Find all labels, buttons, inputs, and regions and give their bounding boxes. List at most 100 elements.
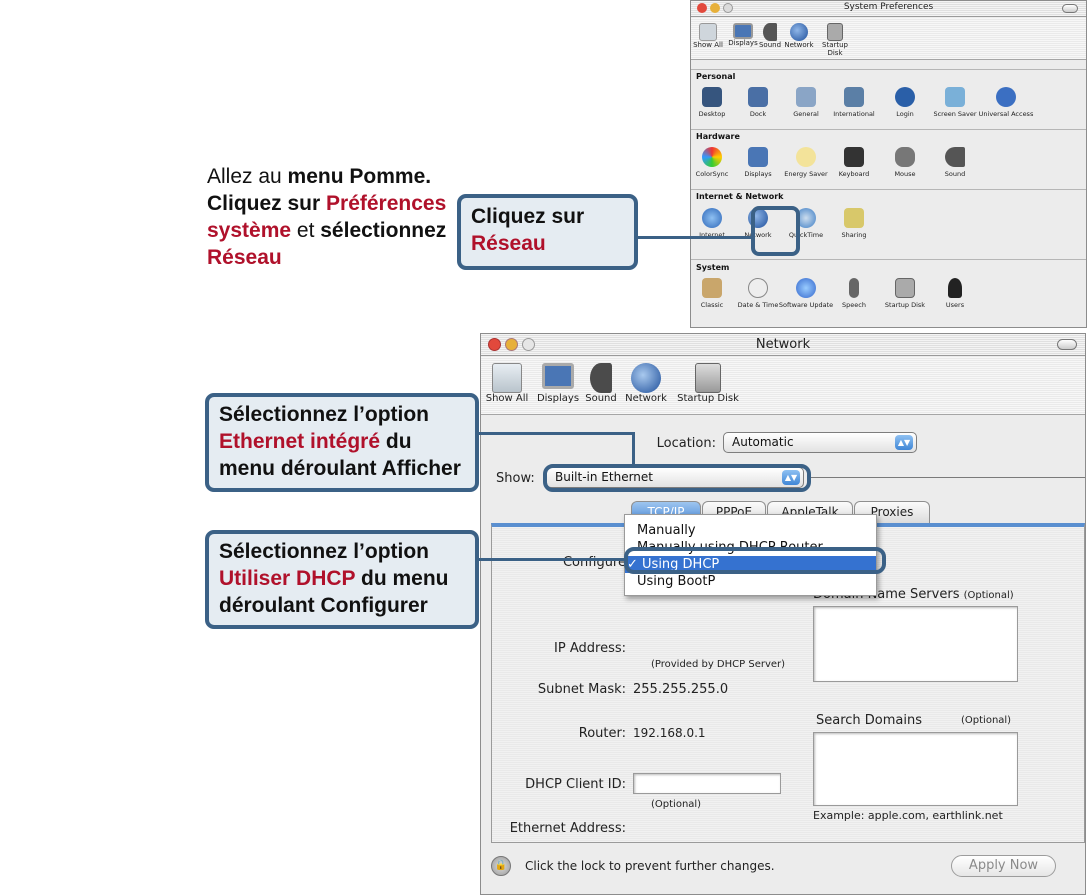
monitor-icon bbox=[542, 363, 574, 389]
sound-button[interactable]: Sound bbox=[581, 363, 621, 404]
general-icon bbox=[796, 87, 816, 107]
updown-arrow-icon: ▲▼ bbox=[895, 435, 913, 450]
pref-software-update[interactable]: Software Update bbox=[777, 278, 835, 309]
mouse-icon bbox=[895, 147, 915, 167]
label: Classic bbox=[700, 301, 724, 309]
label: Displays bbox=[744, 170, 772, 178]
toolbar-toggle-icon[interactable] bbox=[1062, 4, 1078, 13]
house-icon bbox=[895, 87, 915, 107]
show-popup[interactable]: Built-in Ethernet ▲▼ bbox=[546, 467, 804, 488]
minimize-icon[interactable] bbox=[505, 338, 518, 351]
zoom-icon[interactable] bbox=[522, 338, 535, 351]
sharing-icon bbox=[844, 208, 864, 228]
callout-line: Sélectionnez l’option bbox=[219, 403, 430, 426]
pref-sound[interactable]: Sound bbox=[926, 147, 984, 178]
connector-line bbox=[632, 432, 635, 466]
label: Dock bbox=[749, 110, 767, 118]
pref-dock[interactable]: Dock bbox=[729, 87, 787, 118]
client-optional: (Optional) bbox=[651, 799, 702, 810]
apple-icon bbox=[492, 363, 522, 393]
label: Login bbox=[896, 110, 914, 118]
configure-option-selected[interactable]: ✓ Using DHCP bbox=[625, 556, 876, 573]
network-highlight bbox=[751, 206, 800, 256]
pref-keyboard[interactable]: Keyboard bbox=[825, 147, 883, 178]
callout-line-2: Ethernet intégré du bbox=[219, 428, 465, 455]
label: Sound bbox=[758, 41, 782, 49]
callout-ethernet: Sélectionnez l’option Ethernet intégré d… bbox=[205, 393, 479, 492]
network-window: Network Show All Displays Sound Network … bbox=[480, 333, 1086, 895]
pref-universal-access[interactable]: Universal Access bbox=[977, 87, 1035, 118]
pref-date-time[interactable]: Date & Time bbox=[729, 278, 787, 309]
close-icon[interactable] bbox=[488, 338, 501, 351]
connector-line bbox=[638, 236, 752, 239]
example-text: Example: apple.com, earthlink.net bbox=[813, 809, 1003, 822]
callout-red: Ethernet intégré bbox=[219, 430, 381, 453]
pref-sharing[interactable]: Sharing bbox=[825, 208, 883, 239]
show-popup-highlight bbox=[543, 464, 811, 492]
label: Network bbox=[784, 41, 814, 49]
show-all-button[interactable]: Show All bbox=[483, 363, 531, 404]
lock-icon[interactable]: 🔒 bbox=[491, 856, 511, 876]
pref-desktop[interactable]: Desktop bbox=[691, 87, 741, 118]
pref-mouse[interactable]: Mouse bbox=[876, 147, 934, 178]
pref-energy-saver[interactable]: Energy Saver bbox=[777, 147, 835, 178]
pref-speech[interactable]: Speech bbox=[825, 278, 883, 309]
lightbulb-icon bbox=[796, 147, 816, 167]
label: Displays bbox=[536, 393, 580, 404]
callout-click-network: Cliquez sur Réseau bbox=[457, 194, 638, 270]
network-button[interactable]: Network bbox=[783, 23, 815, 49]
pref-screen-saver[interactable]: Screen Saver bbox=[926, 87, 984, 118]
sound-button[interactable]: Sound bbox=[755, 23, 785, 49]
apply-now-button[interactable]: Apply Now bbox=[951, 855, 1056, 877]
startup-disk-button[interactable]: Startup Disk bbox=[673, 363, 743, 404]
pref-displays[interactable]: Displays bbox=[729, 147, 787, 178]
toolbar-toggle-icon[interactable] bbox=[1057, 339, 1077, 350]
subnet-value: 255.255.255.0 bbox=[633, 682, 729, 697]
label: Speech bbox=[842, 301, 866, 309]
label: Keyboard bbox=[838, 170, 870, 178]
configure-dropdown[interactable]: Manually Manually using DHCP Router ✓ Us… bbox=[624, 514, 877, 596]
network-button[interactable]: Network bbox=[621, 363, 671, 404]
pref-classic[interactable]: Classic bbox=[691, 278, 741, 309]
minimize-icon[interactable] bbox=[710, 3, 720, 13]
show-value: Built-in Ethernet bbox=[555, 470, 653, 484]
update-icon bbox=[796, 278, 816, 298]
pref-users[interactable]: Users bbox=[926, 278, 984, 309]
location-popup[interactable]: Automatic ▲▼ bbox=[723, 432, 917, 453]
displays-button[interactable]: Displays bbox=[728, 23, 758, 47]
pref-general[interactable]: General bbox=[777, 87, 835, 118]
search-domains-field[interactable] bbox=[813, 732, 1018, 806]
zoom-icon[interactable] bbox=[723, 3, 733, 13]
pref-internet[interactable]: Internet bbox=[691, 208, 741, 239]
speaker-icon bbox=[945, 147, 965, 167]
startup-disk-button[interactable]: Startup Disk bbox=[815, 23, 855, 57]
pref-colorsync[interactable]: ColorSync bbox=[691, 147, 741, 178]
monitor-icon bbox=[748, 147, 768, 167]
label: Startup Disk bbox=[677, 393, 739, 404]
pref-international[interactable]: International bbox=[825, 87, 883, 118]
label: Users bbox=[945, 301, 965, 309]
label: Network bbox=[744, 231, 772, 239]
label: QuickTime bbox=[788, 231, 824, 239]
displays-button[interactable]: Displays bbox=[535, 363, 581, 404]
pref-quicktime[interactable]: QuickTime bbox=[777, 208, 835, 239]
disk-icon bbox=[695, 363, 721, 393]
tab-label: Proxies bbox=[870, 505, 914, 519]
callout-dhcp: Sélectionnez l’option Utiliser DHCP du m… bbox=[205, 530, 479, 629]
ip-label: IP Address: bbox=[554, 641, 626, 656]
apple-icon bbox=[699, 23, 717, 41]
section-title: Personal bbox=[696, 72, 736, 81]
show-all-button[interactable]: Show All bbox=[693, 23, 723, 49]
label: Show All bbox=[693, 41, 723, 49]
dns-servers-field[interactable] bbox=[813, 606, 1018, 682]
client-id-field[interactable] bbox=[633, 773, 781, 794]
configure-option[interactable]: Using BootP bbox=[637, 574, 716, 589]
pref-login[interactable]: Login bbox=[876, 87, 934, 118]
instruction-text: Allez au menu Pomme. Cliquez sur Préfére… bbox=[207, 163, 477, 271]
pref-startup-disk[interactable]: Startup Disk bbox=[876, 278, 934, 309]
close-icon[interactable] bbox=[697, 3, 707, 13]
label: Startup Disk bbox=[884, 301, 926, 309]
divider bbox=[811, 477, 1085, 478]
monitor-icon bbox=[733, 23, 753, 39]
configure-option[interactable]: Manually bbox=[637, 523, 696, 538]
